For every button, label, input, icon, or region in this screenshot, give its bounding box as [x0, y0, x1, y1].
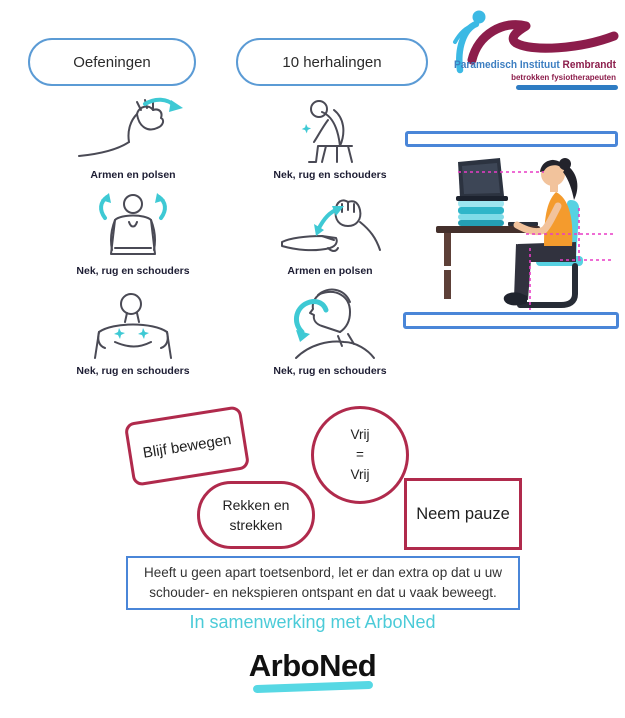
arboned-logo: ArboNed [0, 648, 625, 694]
tip-blijf-bewegen-label: Blijf bewegen [141, 430, 233, 462]
shoulder-front-icon [94, 293, 172, 359]
tip-vrij-line1: Vrij [350, 426, 370, 442]
exercise-label: Nek, rug en schouders [76, 265, 190, 277]
shoulder-raise-icon [99, 193, 167, 255]
panel-bottom-bar [403, 312, 619, 329]
desk-scene-icon [436, 158, 614, 310]
keyboard-note-line2: schouder- en nekspieren ontspant en dat … [149, 585, 497, 600]
tip-rekken-line1: Rekken en [222, 496, 290, 513]
exercise-left-2: Nek, rug en schouders [53, 192, 213, 277]
tip-rekken-strekken-label: Rekken en strekken [223, 495, 290, 536]
logo-name-blue: Paramedisch Instituut [454, 59, 563, 71]
logo-subtitle: betrokken fysiotherapeuten [511, 73, 616, 82]
tip-rekken-line2: strekken [229, 517, 283, 533]
ergonomic-desk-illustration [408, 150, 618, 317]
oefeningen-pill: Oefeningen [28, 38, 196, 86]
exercise-middle-3: Nek, rug en schouders [250, 286, 410, 377]
wrist-flex-icon [281, 199, 381, 252]
tip-vrij-vrij-label: Vrij = Vrij [351, 425, 370, 486]
tip-vrij-line2: = [356, 446, 364, 462]
svg-text:Paramedisch Instituut Rembrand: Paramedisch Instituut Rembrandt [454, 59, 616, 71]
keyboard-note-box: Heeft u geen apart toetsenbord, let er d… [126, 556, 520, 610]
exercise-middle-1: Nek, rug en schouders [250, 94, 410, 181]
tip-neem-pauze-label: Neem pauze [416, 504, 510, 523]
herhalingen-pill: 10 herhalingen [236, 38, 428, 86]
tip-vrij-line3: Vrij [350, 467, 370, 483]
exercise-left-3: Nek, rug en schouders [53, 292, 213, 377]
oefeningen-pill-label: Oefeningen [73, 53, 151, 71]
seated-bend-icon [301, 100, 353, 163]
tip-blijf-bewegen: Blijf bewegen [123, 405, 251, 487]
tip-rekken-strekken: Rekken en strekken [197, 481, 315, 549]
exercise-left-1: Armen en polsen [53, 96, 213, 181]
rembrandt-logo: Paramedisch Instituut Rembrandt betrokke… [446, 6, 622, 94]
exercise-label: Nek, rug en schouders [273, 365, 387, 377]
partnership-tagline: In samenwerking met ArboNed [189, 612, 436, 632]
exercise-middle-2: Armen en polsen [250, 192, 410, 277]
exercise-label: Nek, rug en schouders [76, 365, 190, 377]
logo-name-maroon: Rembrandt [563, 59, 617, 71]
exercise-label: Nek, rug en schouders [273, 169, 387, 181]
exercise-label: Armen en polsen [90, 169, 176, 181]
tip-vrij-vrij: Vrij = Vrij [311, 406, 409, 504]
head-turn-icon [293, 288, 375, 359]
herhalingen-pill-label: 10 herhalingen [282, 53, 382, 71]
exercise-label: Armen en polsen [287, 265, 373, 277]
arboned-logo-text: ArboNed [248, 648, 377, 683]
keyboard-note-line1: Heeft u geen apart toetsenbord, let er d… [144, 564, 502, 580]
rembrandt-logo-icon: Paramedisch Instituut Rembrandt betrokke… [453, 10, 619, 90]
panel-top-bar [405, 131, 618, 147]
tip-neem-pauze: Neem pauze [404, 478, 522, 550]
wrist-stretch-icon [78, 97, 183, 157]
